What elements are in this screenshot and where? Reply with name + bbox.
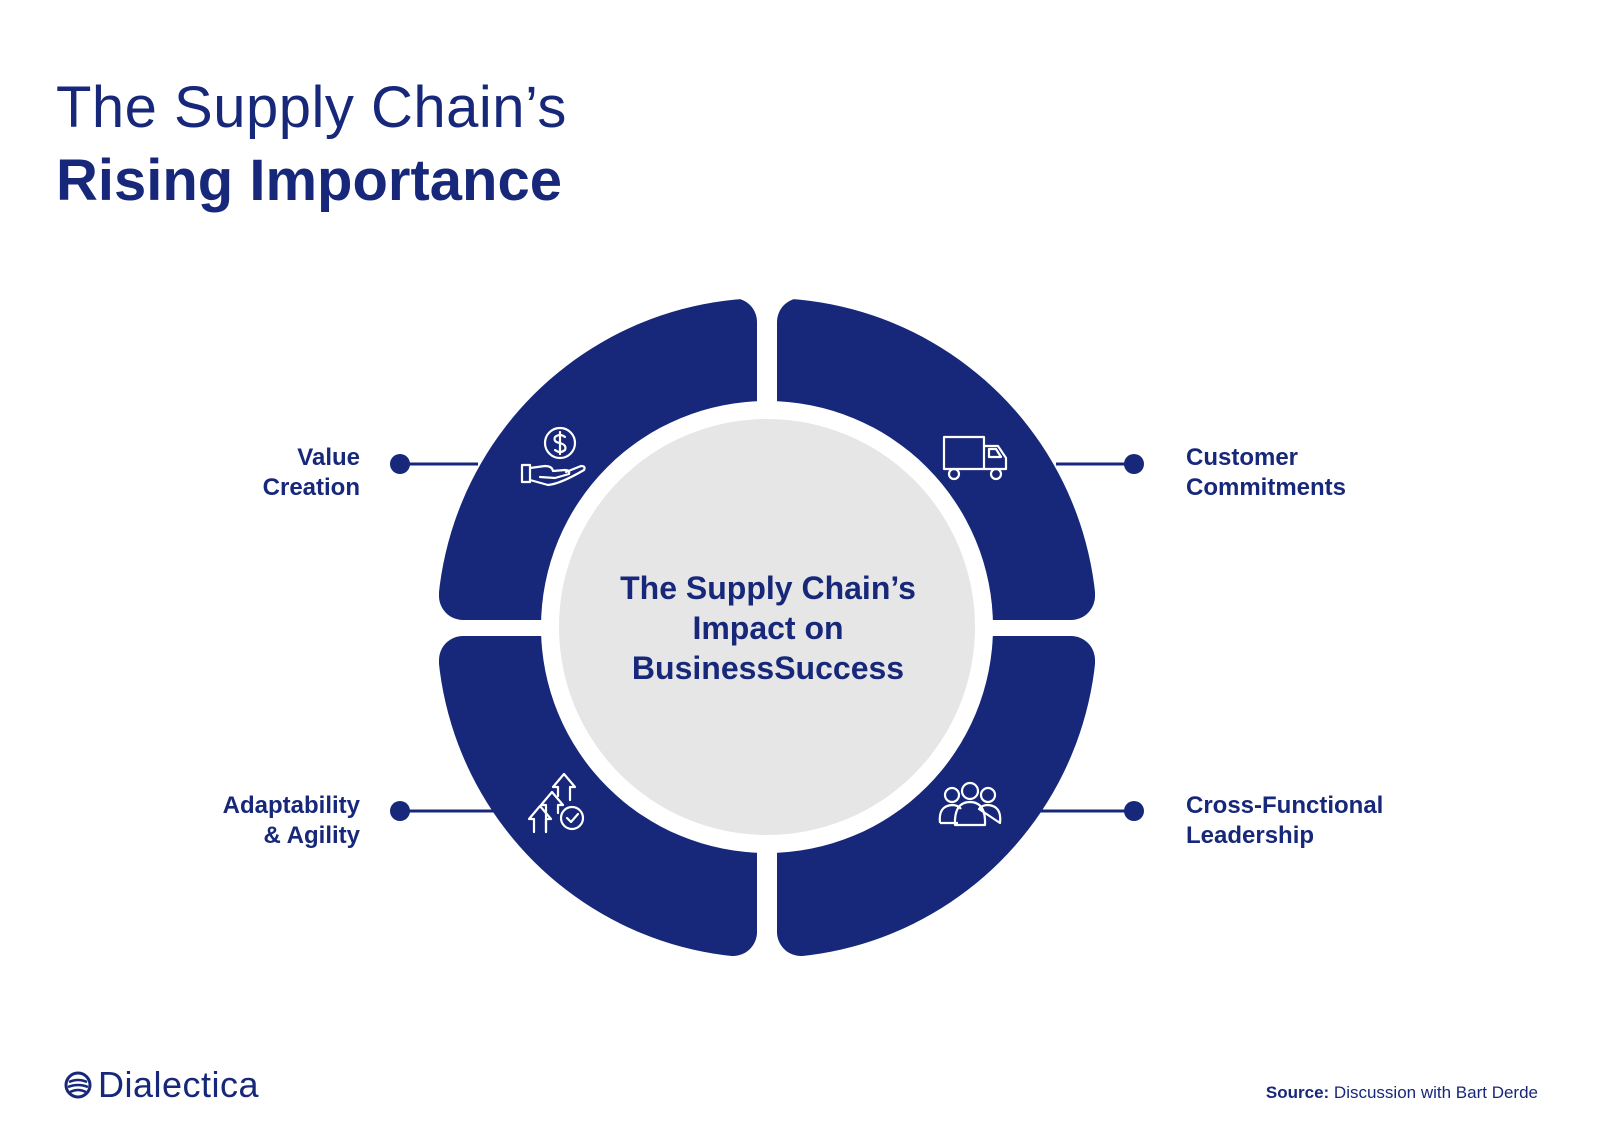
title-line-2: Rising Importance xyxy=(56,148,562,213)
growth-arrows-icon xyxy=(527,772,585,834)
label-line: Creation xyxy=(262,474,360,501)
label-line: Commitments xyxy=(1186,474,1347,501)
label-cross-functional-leadership: Cross-Functional Leadership xyxy=(1186,791,1383,851)
dialectica-logo: Dialectica xyxy=(64,1064,259,1106)
source-label: Source: xyxy=(1265,1083,1330,1102)
connector-customer-commitments xyxy=(1056,454,1144,474)
center-line-2: Impact on xyxy=(692,610,844,646)
center-label: The Supply Chain’s Impact on BusinessSuc… xyxy=(568,568,968,688)
team-people-icon xyxy=(938,781,1002,827)
source-text: Discussion with Bart Derde xyxy=(1333,1083,1538,1102)
label-line: Leadership xyxy=(1186,822,1315,849)
label-line: Value xyxy=(297,444,360,471)
label-adaptability-agility: Adaptability & Agility xyxy=(223,791,360,851)
center-circle xyxy=(559,419,975,835)
label-line: & Agility xyxy=(263,822,360,849)
label-line: Cross-Functional xyxy=(1186,792,1384,819)
center-line-1: The Supply Chain’s xyxy=(620,570,916,606)
connector-cross-functional xyxy=(1040,801,1144,821)
source-note: Source: Discussion with Bart Derde xyxy=(1266,1083,1538,1103)
label-line: Adaptability xyxy=(222,792,360,819)
globe-icon xyxy=(64,1071,92,1099)
delivery-truck-icon xyxy=(942,435,1008,481)
center-line-3: BusinessSuccess xyxy=(631,650,905,686)
connector-value-creation xyxy=(390,454,478,474)
label-customer-commitments: Customer Commitments xyxy=(1186,443,1346,503)
title-line-1: The Supply Chain’s xyxy=(56,75,567,140)
logo-text: Dialectica xyxy=(98,1064,260,1105)
label-line: Customer xyxy=(1186,444,1299,471)
connector-adaptability-agility xyxy=(390,801,494,821)
outer-mask xyxy=(380,280,1160,980)
hand-money-icon xyxy=(520,426,586,487)
page-title: The Supply Chain’s Rising Importance xyxy=(56,72,567,218)
label-value-creation: Value Creation xyxy=(263,443,360,503)
